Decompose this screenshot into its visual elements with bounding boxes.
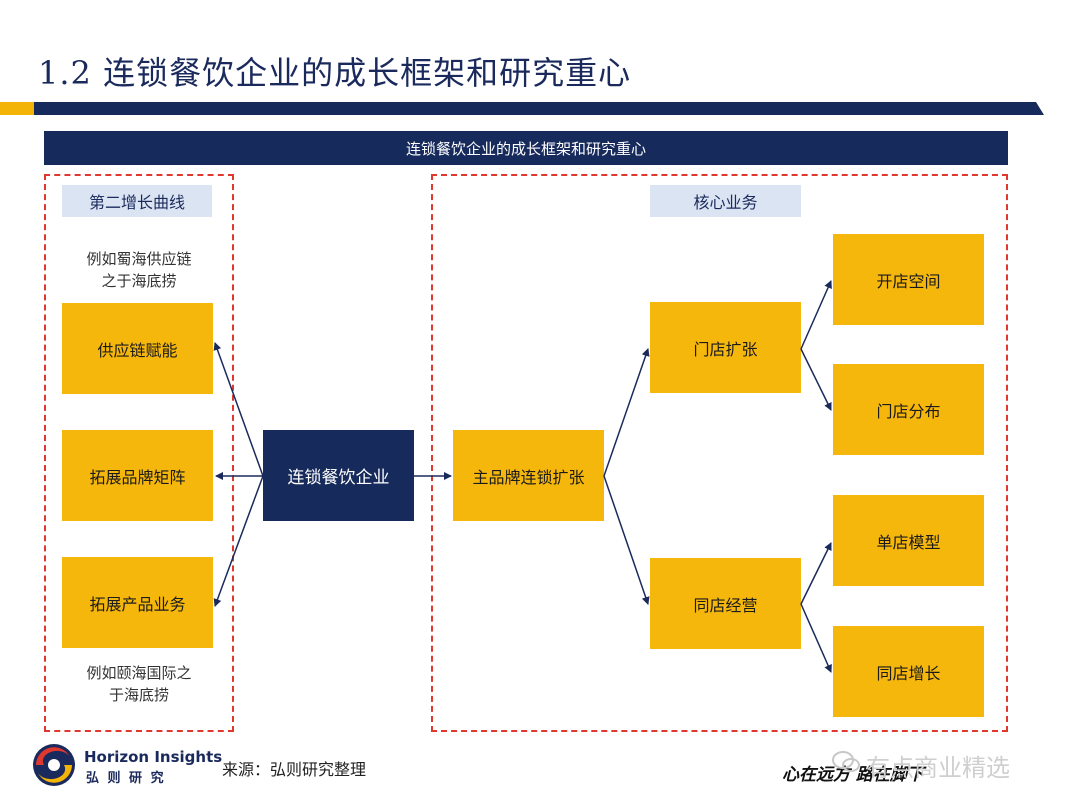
watermark: 有点商业精选 (866, 754, 1010, 782)
box-supply-chain: 供应链赋能 (62, 303, 213, 394)
left-panel (44, 174, 234, 732)
horizon-logo-icon (33, 744, 75, 786)
title-underline-gold (0, 102, 34, 115)
arrow-to-same-store (603, 475, 650, 605)
left-panel-label: 第二增长曲线 (62, 185, 212, 217)
right-panel (431, 174, 1008, 732)
box-unit-store-model: 单店模型 (833, 495, 984, 586)
left-note-bottom-line-1: 例如颐海国际之 (86, 664, 192, 682)
box-store-space: 开店空间 (833, 234, 984, 325)
left-note-top-line-1: 例如蜀海供应链 (86, 250, 192, 268)
left-note-top-line-2: 之于海底捞 (101, 272, 177, 290)
logo-english-name: Horizon Insights (84, 748, 223, 766)
arrow-to-store-space (800, 280, 832, 350)
arrow-to-store-expansion (603, 348, 650, 477)
left-note-top: 例如蜀海供应链 之于海底捞 (50, 248, 228, 292)
arrow-to-product-business (213, 475, 264, 607)
box-same-store-operation: 同店经营 (650, 558, 801, 649)
box-chain-restaurant: 连锁餐饮企业 (263, 430, 414, 521)
box-store-distribution: 门店分布 (833, 364, 984, 455)
arrow-to-unit-model (800, 542, 832, 605)
box-product-business: 拓展产品业务 (62, 557, 213, 648)
arrow-to-same-store-growth (800, 603, 832, 673)
footer-slogan: 心在远方 路在脚下 (782, 765, 924, 785)
left-note-bottom-line-2: 于海底捞 (108, 686, 169, 704)
source-note: 来源：弘则研究整理 (222, 760, 367, 779)
diagram-header-bar: 连锁餐饮企业的成长框架和研究重心 (44, 131, 1008, 165)
logo-chinese-name: 弘 则 研 究 (86, 771, 166, 786)
box-main-brand-expansion: 主品牌连锁扩张 (453, 430, 604, 521)
box-store-expansion: 门店扩张 (650, 302, 801, 393)
wechat-icon (832, 750, 860, 774)
title-underline-navy (0, 102, 1044, 115)
page-title: 1.2 连锁餐饮企业的成长框架和研究重心 (38, 54, 632, 92)
box-same-store-growth: 同店增长 (833, 626, 984, 717)
left-note-bottom: 例如颐海国际之 于海底捞 (50, 662, 228, 706)
box-brand-matrix: 拓展品牌矩阵 (62, 430, 213, 521)
right-panel-label: 核心业务 (650, 185, 801, 217)
arrow-to-supply-chain (213, 342, 264, 477)
arrow-to-store-distribution (800, 348, 832, 411)
